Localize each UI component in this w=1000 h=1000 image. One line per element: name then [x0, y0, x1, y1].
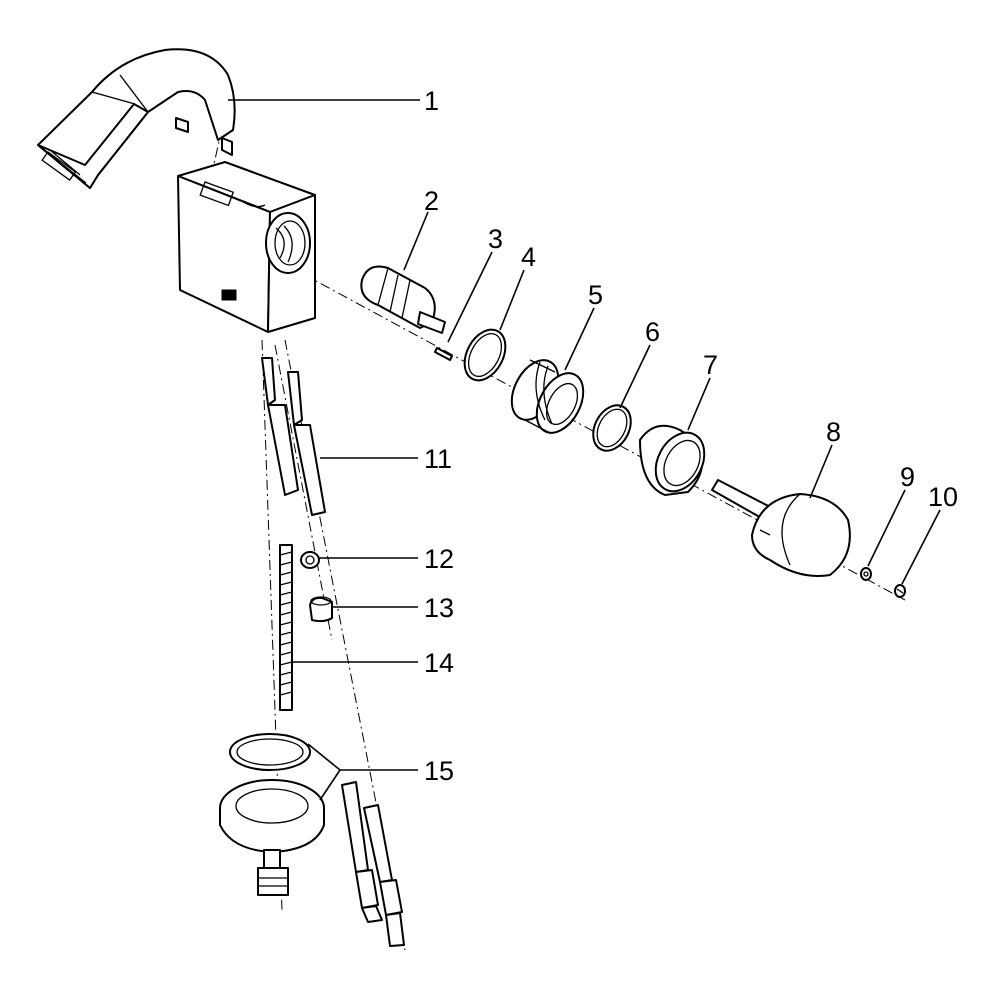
part-3-pin: [434, 347, 453, 361]
part-lower-hose-ends: [341, 781, 405, 947]
leader-4: [499, 269, 525, 331]
leader-9: [867, 489, 906, 567]
part-6-washer: [592, 404, 632, 452]
part-10-screw: [894, 584, 906, 598]
leader-8: [809, 444, 833, 499]
callout-9: 9: [900, 462, 915, 492]
part-4-o-ring: [463, 328, 507, 382]
leader-15: [307, 743, 418, 801]
leader-10: [901, 509, 941, 585]
callout-10: 10: [928, 482, 958, 512]
part-mixer-body: [177, 161, 316, 333]
callout-7: 7: [703, 350, 718, 380]
callout-11: 11: [424, 444, 452, 474]
callout-13: 13: [424, 593, 454, 623]
callout-1: 1: [424, 86, 439, 116]
callout-5: 5: [588, 280, 603, 310]
part-13-sleeve: [309, 596, 333, 623]
callout-12: 12: [424, 544, 454, 574]
callout-14: 14: [424, 648, 454, 678]
leader-7: [687, 377, 711, 431]
callout-labels: 1 2 3 4 5 6 7 8 9 10 11 12 13 14 15: [424, 86, 958, 786]
part-14-threaded-rod: [279, 544, 293, 711]
part-8-handle: [711, 479, 851, 577]
leader-2: [403, 211, 429, 271]
callout-4: 4: [521, 242, 536, 272]
part-9-screw: [860, 567, 872, 581]
callout-2: 2: [424, 186, 439, 216]
callout-3: 3: [488, 224, 503, 254]
part-2-cartridge: [360, 265, 446, 334]
leader-3: [447, 251, 493, 343]
leader-5: [564, 307, 595, 371]
part-7-cover-cap: [639, 424, 706, 496]
callout-15: 15: [424, 756, 454, 786]
part-11-flexible-hoses: [261, 357, 326, 516]
part-15-mounting-kit: [219, 733, 325, 896]
part-1-spout: [37, 48, 236, 189]
leader-lines: [228, 99, 941, 801]
part-5-threaded-nut: [510, 359, 585, 434]
part-12-nut: [300, 551, 320, 569]
callout-6: 6: [645, 317, 660, 347]
leader-6: [619, 344, 651, 409]
callout-8: 8: [826, 417, 841, 447]
